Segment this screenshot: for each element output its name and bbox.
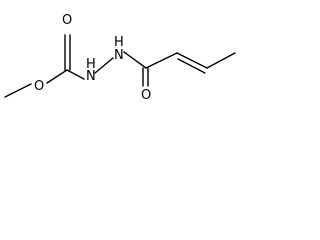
hydrazine-hydrogen-1-label: H — [86, 57, 96, 72]
bond-ester-oxygen-to-carbamate-carbon — [46, 69, 68, 84]
bond-alkene-double-b — [177, 58, 206, 74]
bond-nitrogen-2-to-amide-carbon — [123, 51, 147, 69]
bond-methyl-to-ester-oxygen — [4, 83, 32, 98]
hydrazine-nitrogen-2-label: N — [114, 48, 124, 63]
bond-nitrogen-1-to-nitrogen-2 — [94, 57, 114, 74]
bond-alkene-to-methyl — [206, 52, 236, 69]
bond-alkene-double-a — [176, 52, 208, 69]
bond-carbamate-carbon-to-nitrogen-1 — [66, 69, 85, 80]
carbamate-carbonyl-oxygen-label: O — [62, 13, 72, 28]
hydrazine-nitrogen-1-label: N — [86, 69, 96, 84]
ester-oxygen-label: O — [34, 79, 44, 94]
amide-carbonyl-oxygen-label: O — [141, 88, 151, 103]
bond-amide-carbon-to-alkene — [145, 52, 178, 69]
chemical-structure-diagram: O O N H N H O — [4, 13, 236, 103]
hydrazine-hydrogen-2-label: H — [114, 35, 124, 50]
